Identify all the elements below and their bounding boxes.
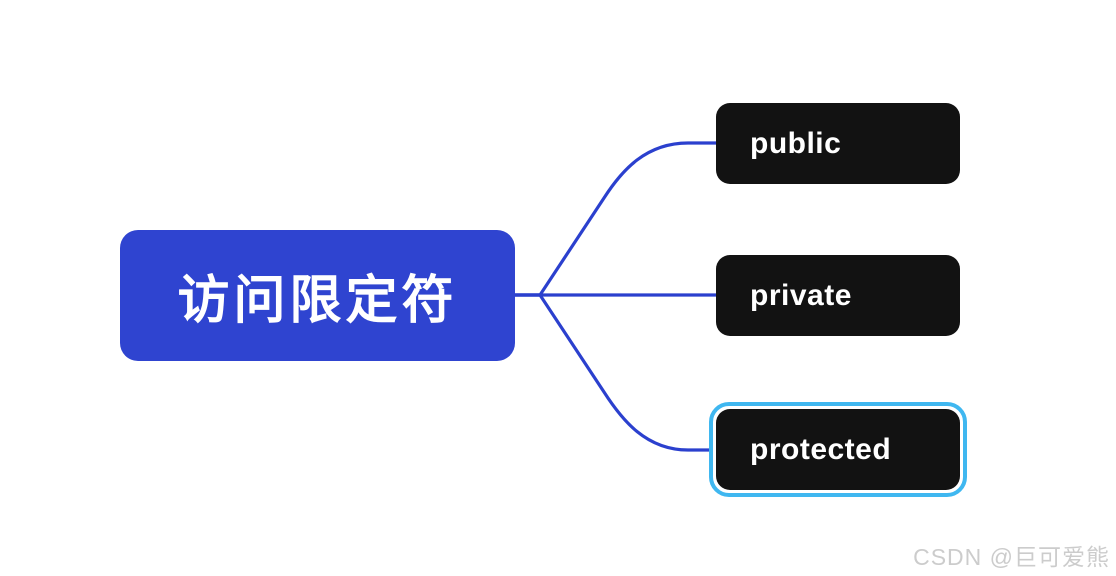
node-private-box: private	[716, 255, 960, 336]
watermark: CSDN @巨可爱熊	[913, 544, 1110, 570]
root-node-label: 访问限定符	[177, 272, 458, 330]
connector-root-public	[513, 141, 718, 297]
node-public-box: public	[716, 103, 960, 184]
node-public[interactable]: public	[709, 96, 967, 191]
node-private[interactable]: private	[709, 248, 967, 343]
node-public-label: public	[750, 126, 842, 160]
node-protected-box: protected	[716, 409, 960, 490]
node-private-label: private	[750, 278, 852, 312]
root-node-access-specifier[interactable]: 访问限定符	[120, 230, 515, 361]
node-protected-label: protected	[750, 432, 892, 466]
connector-root-protected	[513, 293, 712, 452]
node-protected[interactable]: protected	[709, 402, 967, 497]
